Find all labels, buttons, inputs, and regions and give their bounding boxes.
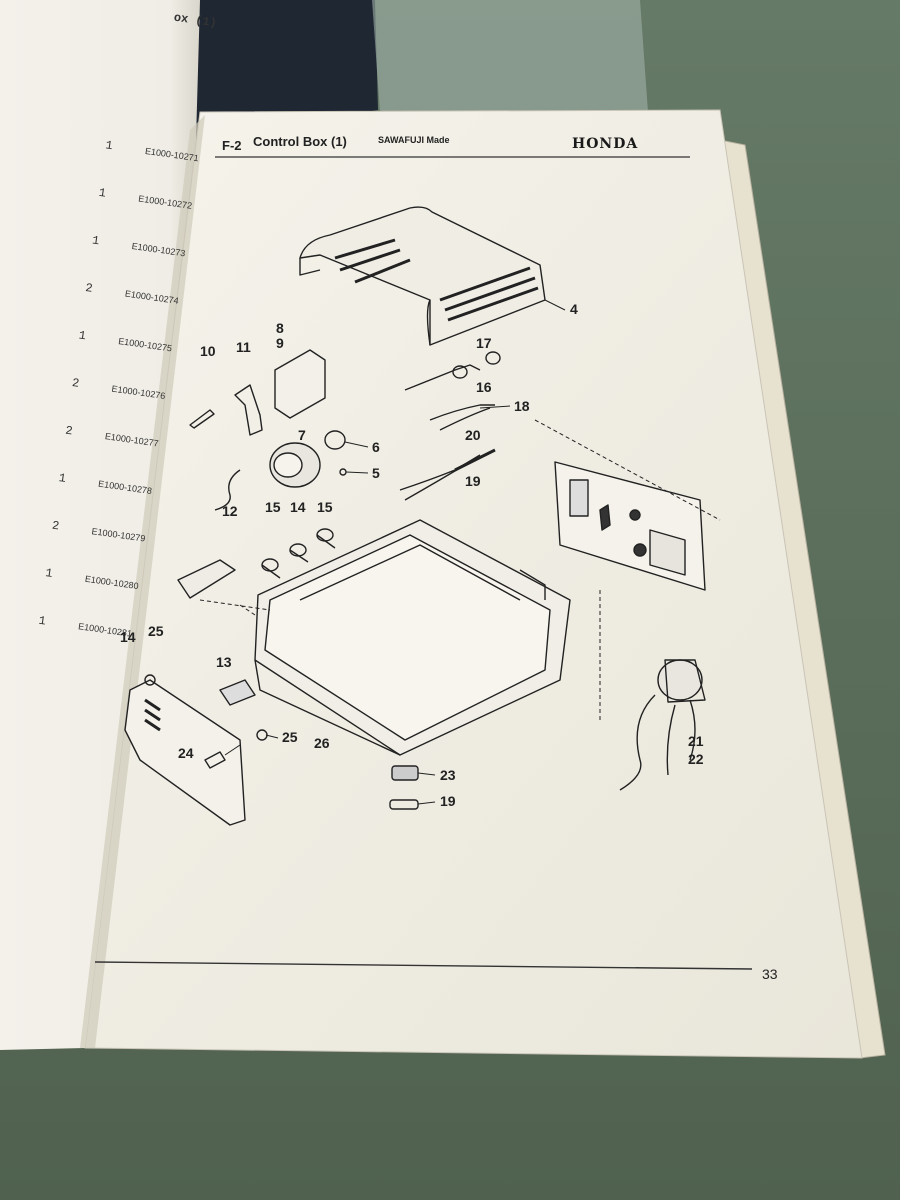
gutter-shadow [80,115,205,1048]
left-row-qty: 2 [84,281,93,296]
left-row-qty: 2 [51,519,60,534]
left-row-qty: 1 [58,471,67,486]
callout-13: 13 [216,654,232,670]
exploded-diagram [124,206,721,826]
section-code: F-2 [222,138,242,153]
harness-17 [404,364,481,391]
plug-13 [219,679,256,706]
left-page [0,0,200,1050]
callout-15b: 15 [317,499,333,515]
left-row-qty: 1 [44,566,53,581]
callout-18: 18 [514,398,530,414]
rod-part [189,409,215,429]
knob-part [324,430,346,450]
callout-16: 16 [476,379,492,395]
harness-18 [429,404,495,431]
callout-25b: 25 [282,729,298,745]
left-page-header: ox (1) [173,11,218,31]
callout-19b: 19 [440,793,456,809]
callout-26: 26 [314,735,330,751]
callout-5: 5 [372,465,380,481]
callout-23: 23 [440,767,456,783]
frame-part [254,519,571,756]
callout-20: 20 [465,427,481,443]
left-row-qty: 1 [91,233,100,248]
callout-21: 21 [688,733,704,749]
brand-name: HONDA [572,136,638,152]
rotor-part [214,442,321,511]
callout-22: 22 [688,751,704,767]
plug-group [261,528,336,579]
callout-14a: 14 [290,499,306,515]
binder [160,0,378,140]
callout-24: 24 [178,745,194,761]
plastic-sheet [372,0,648,112]
callout-25a: 25 [148,623,164,639]
left-row-qty: 2 [71,376,80,391]
callout-8: 8 [276,320,284,336]
callout-10: 10 [200,343,216,359]
cover-part [299,206,546,346]
callout-12: 12 [222,503,238,519]
callout-17: 17 [476,335,492,351]
left-row-qty: 1 [105,138,114,153]
page-subtitle: SAWAFUJI Made [378,135,450,145]
page-title: Control Box (1) [253,134,347,149]
callout-14b: 14 [120,629,136,645]
callout-11: 11 [236,339,251,355]
terminal-part [177,559,236,599]
fuse-holder-23 [391,765,419,781]
page-number: 33 [762,966,778,982]
callout-15a: 15 [265,499,281,515]
callout-4: 4 [570,301,578,317]
callout-7: 7 [298,427,306,443]
fuse-19 [389,799,419,810]
left-row-qty: 1 [98,186,107,201]
bracket-part [234,384,263,436]
callout-6: 6 [372,439,380,455]
left-row-qty: 2 [64,424,73,439]
left-row-qty: 1 [38,614,47,629]
screw-24 [204,751,226,769]
washer-25a [144,674,156,686]
leader-lines [224,299,566,805]
callout-9: 9 [276,335,284,351]
detail-line [534,419,721,720]
callout-labels: 4 8 9 10 11 7 6 5 17 16 18 20 19 12 15 1… [120,301,704,809]
callout-19a: 19 [465,473,481,489]
left-row-qty: 1 [78,328,87,343]
meter-part [619,659,706,791]
panel-plate [554,461,706,591]
block-part [274,349,326,419]
footer-rule [94,961,753,970]
